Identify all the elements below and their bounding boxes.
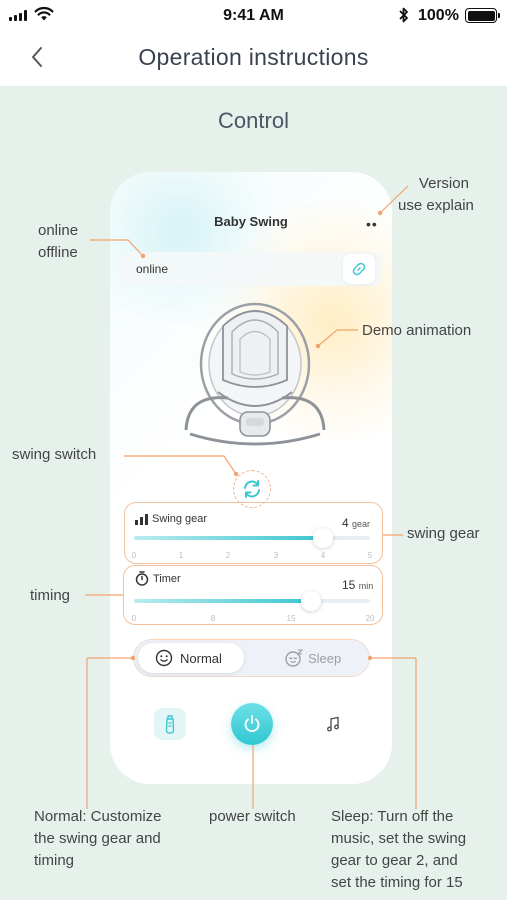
battery-icon: [465, 8, 500, 23]
feeding-button[interactable]: [154, 708, 186, 740]
baby-swing-illustration: [184, 302, 326, 446]
timer-tick-label: 0: [131, 614, 137, 623]
music-note-icon: [326, 716, 340, 732]
navigation-bar: Operation instructions: [0, 32, 507, 86]
swing-gear-label: Swing gear: [152, 513, 208, 525]
app-title: Baby Swing: [214, 214, 288, 229]
timer-tick-label: 15: [286, 614, 296, 623]
more-options-button[interactable]: ••: [366, 216, 378, 232]
annotation-power-switch: power switch: [209, 808, 296, 825]
connection-status: online: [136, 262, 169, 276]
cellular-signal-icon: [9, 10, 27, 21]
timer-tick-label: 8: [210, 614, 216, 623]
smile-face-icon: [155, 649, 173, 667]
battery-percentage: 100%: [418, 7, 459, 24]
timer-value: 15 min: [342, 578, 374, 592]
connect-button[interactable]: [343, 254, 375, 284]
annotation-online-offline: online offline: [38, 222, 79, 261]
link-icon: [352, 262, 366, 276]
annotation-version: Version use explain: [398, 175, 474, 214]
swing-switch-button[interactable]: [233, 470, 271, 508]
swing-gear-tick-label: 4: [320, 551, 326, 560]
swing-gear-value: 4 gear: [342, 516, 371, 530]
swing-gear-tick-label: 2: [225, 551, 231, 560]
swing-gear-fill: [134, 536, 323, 540]
swing-gear-tick-label: 0: [131, 551, 137, 560]
timer-knob[interactable]: [301, 591, 321, 611]
sleep-face-icon[interactable]: [284, 649, 304, 667]
back-button[interactable]: [22, 42, 52, 72]
power-button[interactable]: [231, 703, 273, 745]
instructions-content: Control Baby Swing •• online Swing gear: [0, 86, 507, 900]
timer-fill: [134, 599, 311, 603]
annotation-normal: Normal: Customize the swing gear and tim…: [34, 808, 162, 869]
section-title: Control: [218, 108, 289, 133]
connection-status-card: [120, 252, 382, 286]
swing-gear-track[interactable]: [134, 536, 370, 540]
annotation-demo-animation: Demo animation: [362, 322, 472, 339]
power-icon: [244, 715, 260, 733]
timer-label: Timer: [153, 573, 181, 585]
timer-card: [123, 565, 383, 625]
stopwatch-icon: [135, 571, 149, 586]
annotation-timing: timing: [30, 587, 71, 604]
mode-normal-label: Normal: [180, 651, 222, 666]
chevron-left-icon: [32, 47, 42, 67]
annotation-swing-switch: swing switch: [12, 446, 97, 463]
status-time: 9:41 AM: [223, 7, 284, 24]
timer-tick-label: 20: [365, 614, 375, 623]
swing-gear-knob[interactable]: [313, 528, 333, 548]
wifi-icon: [34, 6, 54, 21]
rotate-icon: [244, 480, 260, 498]
bluetooth-icon: [399, 7, 408, 23]
swing-gear-card: [124, 502, 383, 564]
timer-track[interactable]: [134, 599, 370, 603]
swing-gear-tick-label: 3: [273, 551, 279, 560]
signal-bars-icon: [135, 514, 148, 525]
swing-gear-tick-label: 5: [367, 551, 373, 560]
status-bar: 9:41 AM 100%: [0, 0, 507, 32]
mode-sleep-label[interactable]: Sleep: [308, 651, 342, 666]
annotation-guide-lines: [85, 185, 417, 809]
music-button[interactable]: [318, 708, 350, 740]
baby-bottle-icon: [165, 715, 175, 734]
annotation-swing-gear: swing gear: [407, 525, 480, 542]
swing-gear-tick-label: 1: [178, 551, 184, 560]
page-title: Operation instructions: [138, 44, 369, 70]
mode-normal-button[interactable]: [138, 643, 244, 673]
annotation-sleep: Sleep: Turn off the music, set the swing…: [331, 808, 467, 891]
